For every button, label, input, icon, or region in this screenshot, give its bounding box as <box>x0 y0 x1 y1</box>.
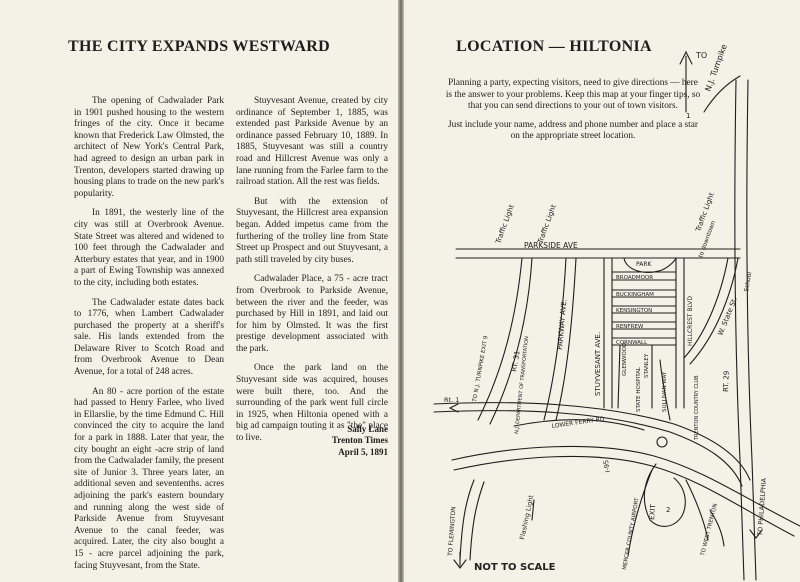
route-1-line <box>433 410 743 487</box>
kensington-line <box>611 305 677 314</box>
article-column-1: The opening of Cadwalader Park in 1901 p… <box>74 96 224 580</box>
intro-paragraph: Just include your name, address and phon… <box>448 119 698 142</box>
location-title: LOCATION — HILTONIA <box>456 38 652 55</box>
flashing-light-pointer <box>531 499 535 521</box>
map-label: N.J. DEPARTMENT OF TRANSPORTATION <box>514 336 530 435</box>
map-label: HILLCREST BLVD <box>687 296 694 346</box>
paragraph: Stuyvesant Avenue, created by city ordin… <box>236 96 388 188</box>
right-page: LOCATION — HILTONIA Planning a party, ex… <box>404 0 800 582</box>
parkway-ave-line <box>555 257 577 421</box>
airport-road <box>627 469 653 557</box>
map-label: RT. 31 <box>510 350 522 372</box>
map-label: LOWER FERRY RD <box>551 416 605 430</box>
state-st-line <box>689 257 739 365</box>
map-label: RT. 29 <box>722 371 731 392</box>
paragraph: Once the park land on the Stuyvesant sid… <box>236 363 388 444</box>
arrow-head <box>453 551 467 569</box>
byline-author: Sally Lane <box>347 424 388 434</box>
buckingham-line <box>611 289 677 298</box>
map-label: TO FLEMINGTON <box>447 506 458 557</box>
byline-paper: Trenton Times <box>331 435 388 446</box>
map-label: TO N.J. TURNPIKE EXIT 9 <box>472 335 490 403</box>
park-outline <box>623 257 677 273</box>
map-label: BROADMOOR <box>616 275 653 281</box>
turnpike-ramp <box>703 75 741 113</box>
map-label: Flashing Light <box>518 494 535 540</box>
byline-date: April 5, 1891 <box>338 446 388 457</box>
article-column-2: Stuyvesant Avenue, created by city ordin… <box>236 96 388 453</box>
byline: Sally Lane Trenton Times April 5, 1891 <box>236 424 388 458</box>
glenwood-line <box>617 344 621 409</box>
map-label: RENFREW <box>616 324 644 330</box>
map-label: TO WEST TRENTON <box>700 503 719 557</box>
arrow-head <box>749 529 763 539</box>
map-label: STATE HOSPITAL <box>636 366 642 412</box>
parkway-ave-line <box>543 257 567 421</box>
map-labels: TO N.J. Turnpike 1 Traffic Light Traffic… <box>444 43 768 573</box>
map-label: PARK <box>636 261 653 268</box>
i-95-line <box>451 445 800 527</box>
map-label: PARKSIDE AVE <box>524 241 578 250</box>
map-label: Traffic Light <box>536 203 558 245</box>
route-1-line <box>433 402 751 481</box>
interchange-circle <box>656 436 668 448</box>
i-95-line <box>453 455 795 537</box>
map-label: GLENWOOD <box>622 343 628 376</box>
map-label: KENSINGTON <box>616 308 652 314</box>
lower-ferry-rd-line <box>513 419 645 431</box>
route-29-line <box>746 79 757 581</box>
flemington-road <box>459 479 475 561</box>
map-label: 1 <box>686 112 690 120</box>
map-label: Traffic Light <box>494 203 516 245</box>
route-29-line <box>734 79 745 581</box>
arrow-head <box>679 50 693 65</box>
location-intro: Planning a party, expecting visitors, ne… <box>444 78 702 150</box>
map-roads <box>433 50 800 581</box>
west-trenton-road <box>709 509 725 547</box>
not-to-scale-label: NOT TO SCALE <box>474 562 556 573</box>
paragraph: An 80 - acre portion of the estate had p… <box>74 386 224 571</box>
map-label: STUYVESANT AVE. <box>594 332 602 396</box>
map-label: MERCER COUNTY AIRPORT <box>622 497 641 571</box>
map-label: CORNWALL <box>616 340 648 346</box>
map-label: TO PHILADELPHIA <box>756 477 768 537</box>
paragraph: But with the extension of Stuyvesant, th… <box>236 196 388 265</box>
map-label: PARKWAY AVE. <box>556 299 568 350</box>
paragraph: In 1891, the westerly line of the city w… <box>74 208 224 288</box>
cornwall-line <box>611 337 677 346</box>
map-label: BUCKINGHAM <box>616 292 654 298</box>
map-label: N.J. Turnpike <box>703 43 728 93</box>
book-spine <box>398 0 404 582</box>
paragraph: The Cadwalader estate dates back to 1776… <box>74 297 224 378</box>
hiltonia-map: TO N.J. Turnpike 1 Traffic Light Traffic… <box>433 43 800 581</box>
route-31-line <box>489 257 533 425</box>
map-label: SULLIVAN WAY <box>662 371 668 412</box>
arrow-head <box>448 403 459 413</box>
left-page: THE CITY EXPANDS WESTWARD The opening of… <box>0 0 398 582</box>
flemington-road <box>469 481 485 561</box>
map-label: School <box>743 271 753 292</box>
map-label: TO <box>695 51 707 60</box>
intro-paragraph: Planning a party, expecting visitors, ne… <box>445 78 701 112</box>
paragraph: Cadwalader Place, a 75 - acre tract from… <box>236 274 388 354</box>
paragraph: The opening of Cadwalader Park in 1901 p… <box>74 96 224 199</box>
article-title: THE CITY EXPANDS WESTWARD <box>68 38 330 55</box>
sullivan-way-line <box>659 359 671 421</box>
map-label: EXIT <box>648 503 657 520</box>
renfrew-line <box>611 321 677 330</box>
west-trenton-road <box>685 479 709 541</box>
state-st-line <box>683 257 729 359</box>
map-label: 2 <box>666 506 670 514</box>
map-label: Rt. 1 <box>444 396 459 404</box>
map-label: STANLEY <box>644 353 650 378</box>
map-label: I-95 <box>602 459 612 473</box>
map-label: TRENTON COUNTRY CLUB <box>694 375 700 441</box>
